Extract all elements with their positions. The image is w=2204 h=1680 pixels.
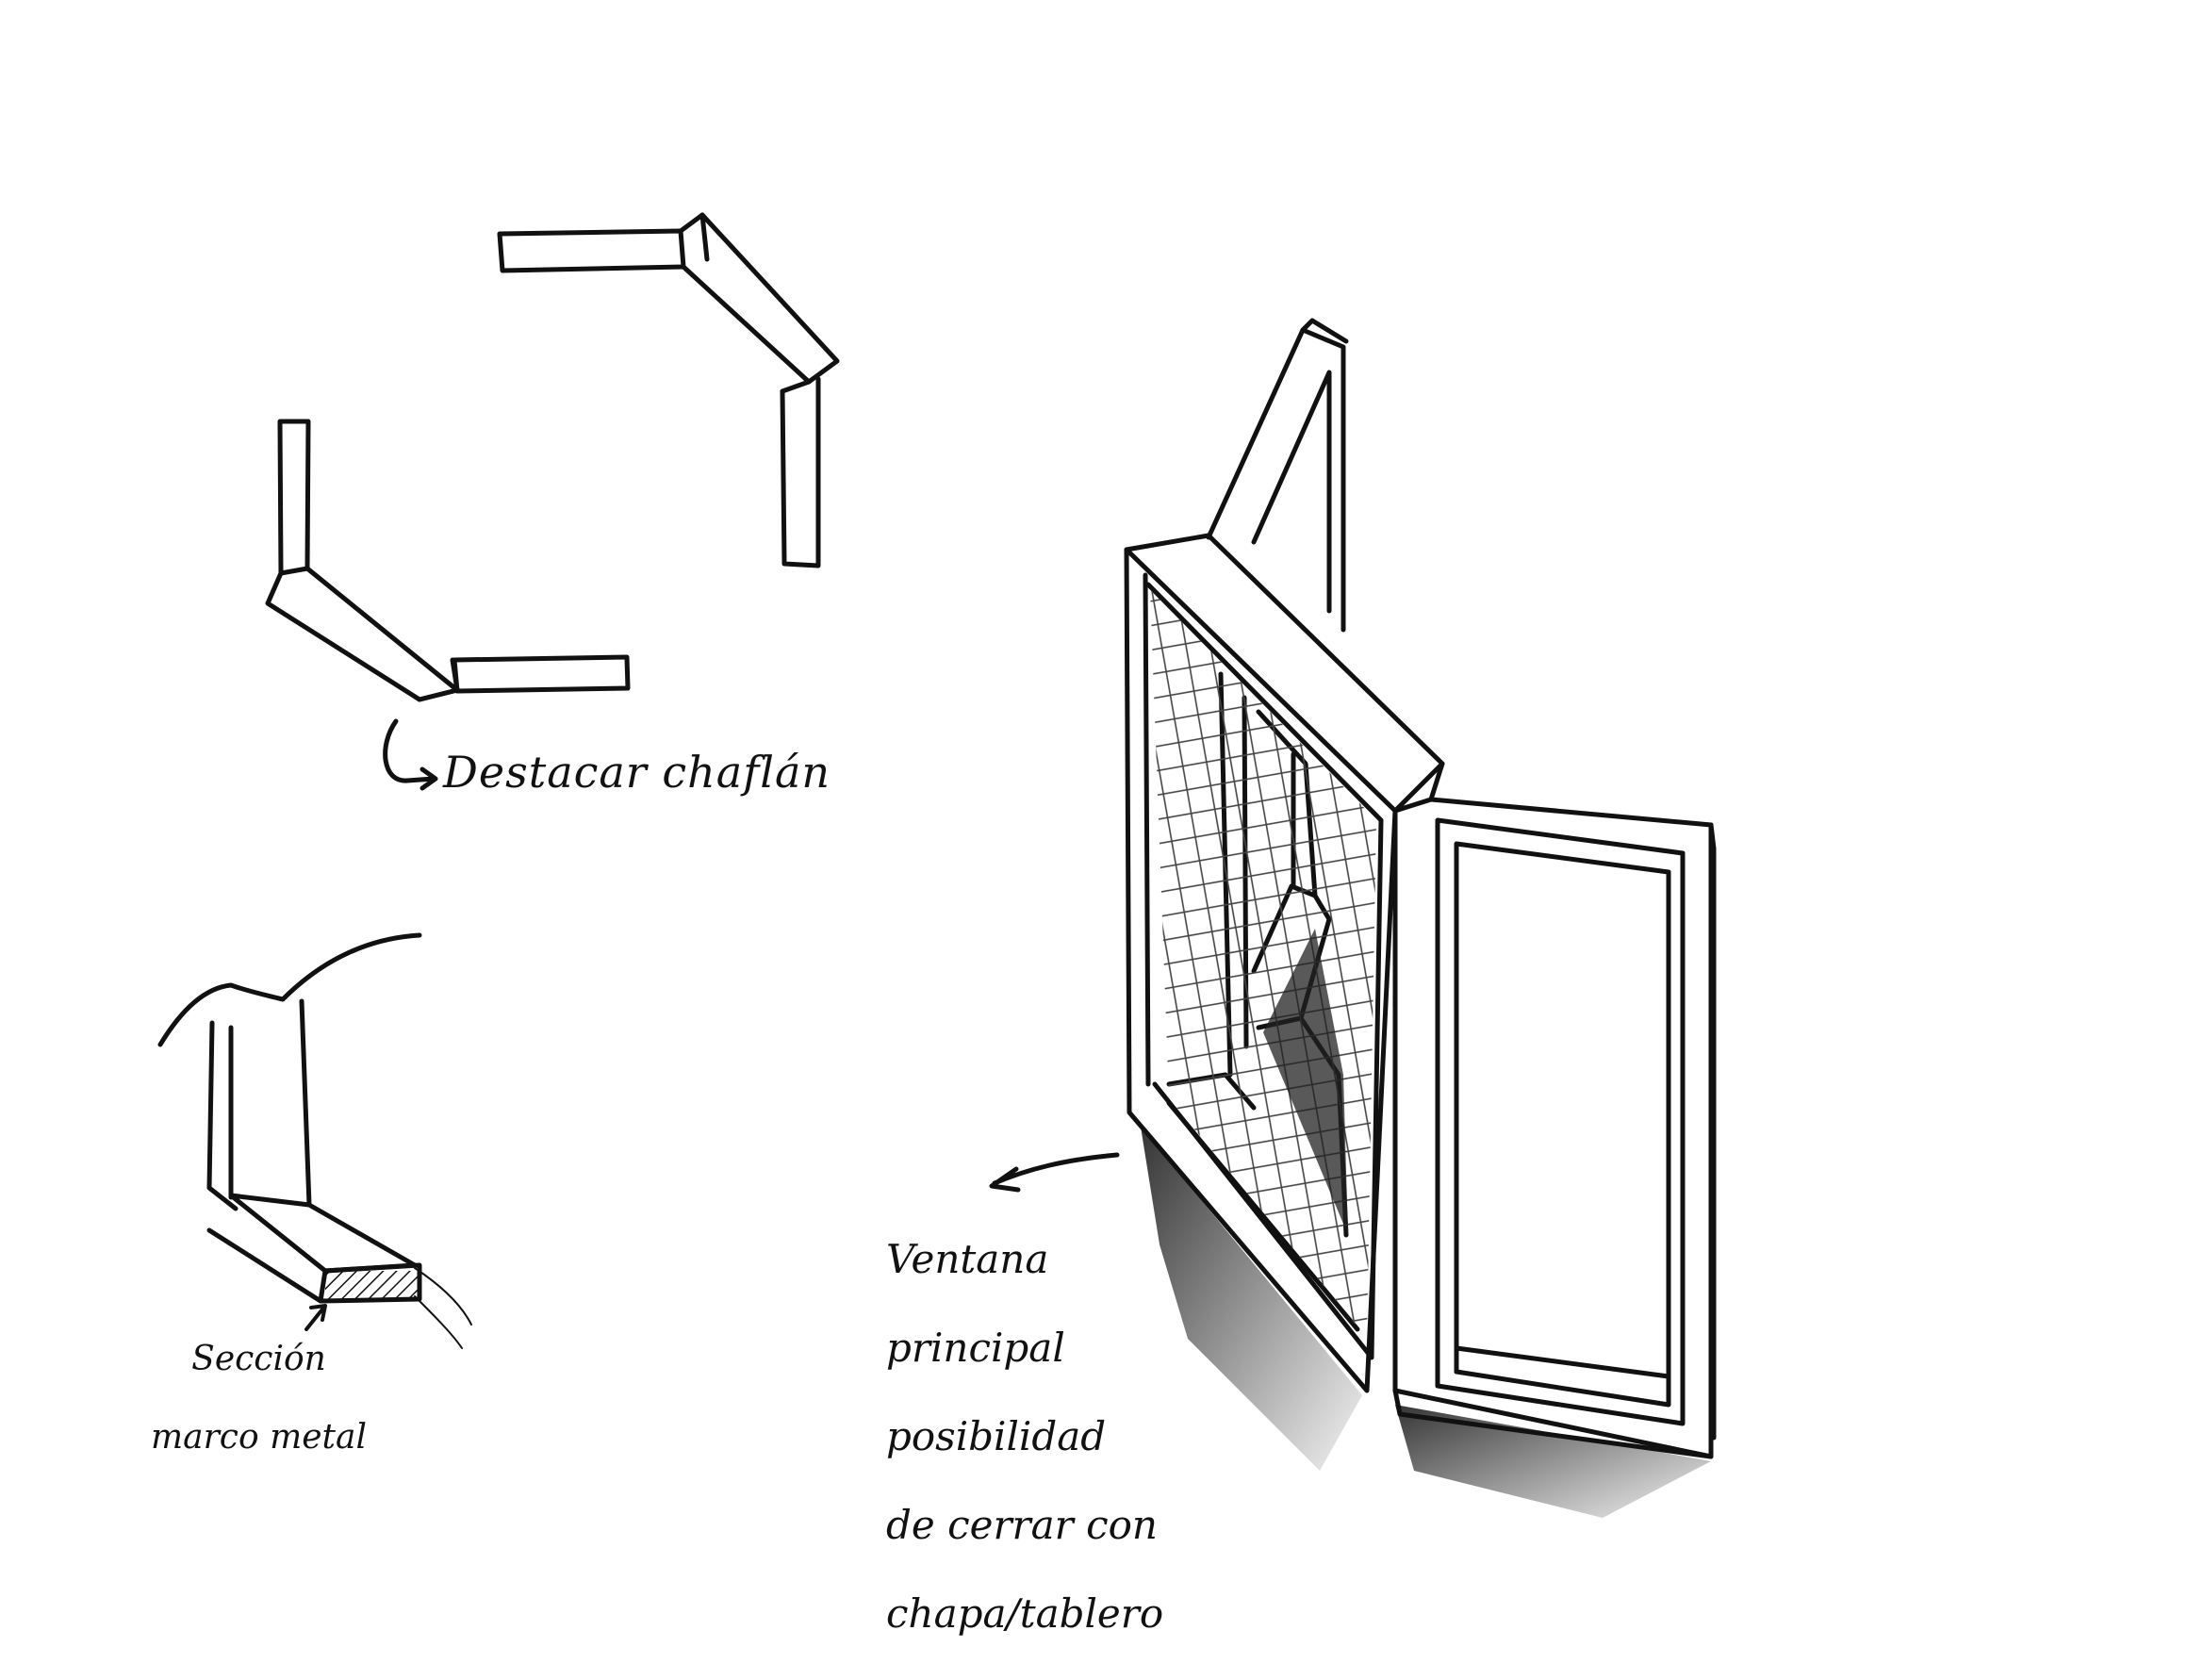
section-note-line2: marco metal — [151, 1418, 367, 1458]
chamfer-corner-bottom-sketch — [265, 419, 631, 702]
window-ground-shadow-left — [1141, 1127, 1362, 1471]
chamfer-arrow — [383, 718, 438, 791]
chamfer-corner-top-sketch — [497, 212, 840, 568]
frame-section-hatch — [325, 1271, 419, 1301]
window-note-line5: chapa/tablero — [886, 1590, 1164, 1638]
window-note-line4: de cerrar con — [886, 1502, 1158, 1549]
window-note: Ventana principal posibilidad de cerrar … — [886, 1193, 1163, 1680]
window-ground-shadow-right — [1395, 1405, 1711, 1518]
window-inner-shade — [1263, 929, 1348, 1235]
section-note-line1: Sección — [191, 1340, 326, 1379]
section-note: Sección marco metal — [151, 1301, 367, 1496]
frame-section-sketch — [157, 932, 472, 1349]
window-note-line3: posibilidad — [886, 1413, 1107, 1460]
sketch-canvas — [157, 212, 1717, 1518]
window-note-line1: Ventana — [886, 1236, 1049, 1283]
window-note-line2: principal — [886, 1325, 1065, 1372]
window-arrow — [989, 1152, 1120, 1193]
chamfer-note: Destacar chaflán — [443, 747, 831, 798]
section-arrow — [304, 1304, 327, 1331]
